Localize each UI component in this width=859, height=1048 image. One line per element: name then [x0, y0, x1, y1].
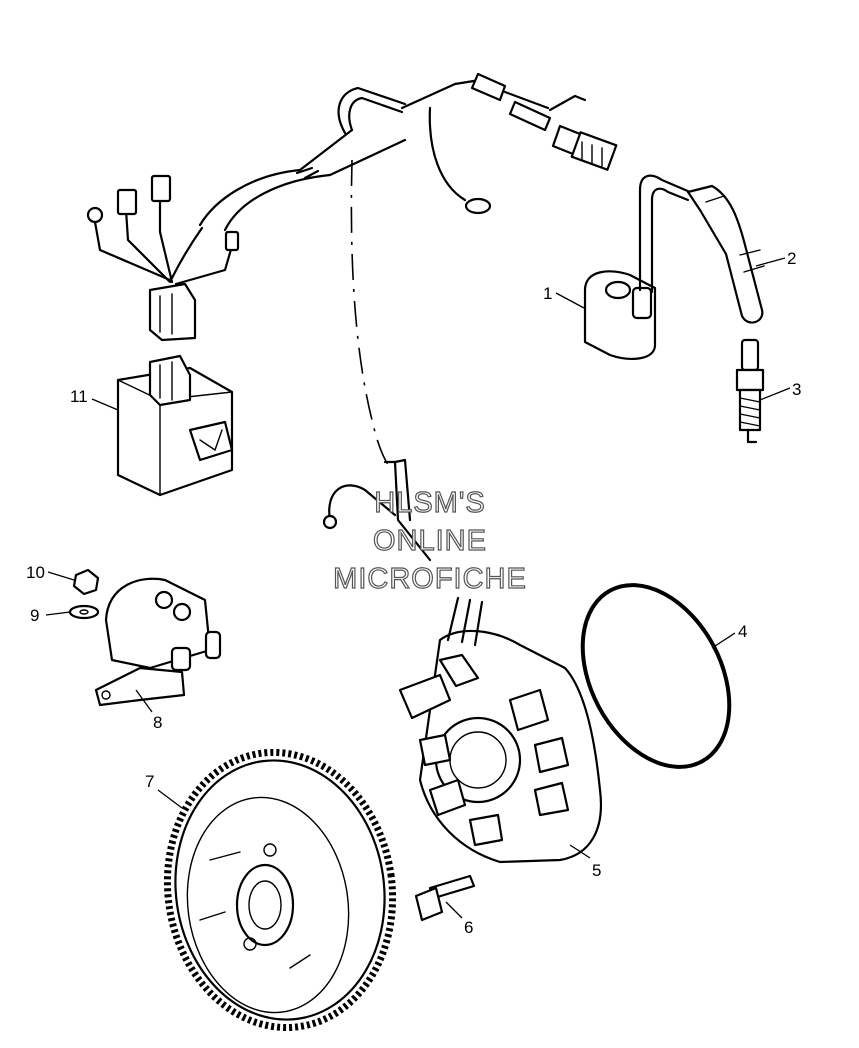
spark-plug-cap — [686, 184, 765, 324]
callout-5: 5 — [592, 861, 601, 880]
callout-8: 8 — [153, 713, 162, 732]
washer — [68, 604, 100, 620]
spark-plug — [735, 338, 765, 444]
starter-solenoid — [94, 577, 222, 707]
watermark-line-2: ONLINE — [373, 525, 487, 557]
callout-9: 9 — [30, 606, 39, 625]
leader-lines — [45, 257, 791, 919]
cdi-box — [116, 354, 234, 497]
o-ring — [580, 583, 732, 769]
callout-1: 1 — [543, 284, 552, 303]
callout-6: 6 — [464, 918, 473, 937]
callout-labels: 1 2 3 4 5 6 7 8 9 10 11 — [26, 249, 801, 937]
watermark: HLSM'S ONLINE MICROFICHE — [333, 486, 527, 595]
callout-4: 4 — [738, 622, 747, 641]
watermark-line-3: MICROFICHE — [333, 563, 527, 595]
flywheel — [163, 748, 397, 1032]
wiring-harness — [86, 72, 618, 342]
callout-2: 2 — [787, 249, 796, 268]
callout-3: 3 — [792, 380, 801, 399]
harness-route-line — [350, 159, 393, 471]
stator-lead — [322, 458, 432, 562]
callout-7: 7 — [145, 772, 154, 791]
callout-10: 10 — [26, 563, 45, 582]
nut — [72, 568, 100, 596]
bolt — [414, 874, 476, 922]
stator — [398, 596, 603, 864]
callout-11: 11 — [70, 387, 88, 406]
ignition-coil — [583, 174, 692, 360]
watermark-line-1: HLSM'S — [374, 487, 485, 519]
